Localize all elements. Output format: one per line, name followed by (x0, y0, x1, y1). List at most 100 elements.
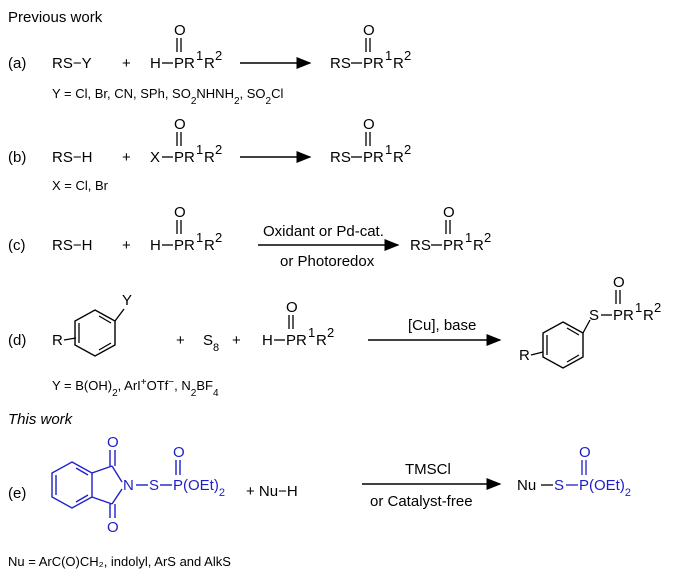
row-e-label: (e) (8, 485, 26, 502)
row-b-note: X = Cl, Br (52, 178, 109, 193)
svg-text:2: 2 (404, 142, 411, 157)
svg-text:PR: PR (174, 237, 195, 254)
svg-text:1: 1 (385, 48, 392, 63)
svg-text:O: O (363, 22, 375, 39)
row-e-phthalimide-reagent (51, 450, 181, 518)
svg-text:2: 2 (215, 142, 222, 157)
row-d-condition: [Cu], base (408, 317, 476, 334)
svg-text:Nu: Nu (517, 477, 536, 494)
svg-text:RS: RS (330, 55, 351, 72)
row-c-plus: + (122, 237, 131, 254)
svg-text:O: O (174, 116, 186, 133)
row-c-condition-bottom: or Photoredox (280, 253, 375, 270)
row-d-phosphine-oxide: H PR 1 R 2 O (262, 299, 334, 349)
row-e-condition-bottom: or Catalyst-free (370, 493, 473, 510)
svg-text:PR: PR (174, 149, 195, 166)
svg-text:O: O (174, 22, 186, 39)
svg-text:PR: PR (443, 237, 464, 254)
svg-text:R: R (52, 332, 63, 349)
svg-text:PR: PR (363, 55, 384, 72)
row-b-reagent: RS−H (52, 149, 92, 166)
svg-text:PR: PR (286, 332, 307, 349)
svg-text:RS: RS (410, 237, 431, 254)
this-work-heading: This work (8, 411, 74, 428)
row-b-label: (b) (8, 149, 26, 166)
svg-text:R: R (316, 332, 327, 349)
svg-text:R: R (204, 55, 215, 72)
svg-text:1: 1 (385, 142, 392, 157)
svg-text:O: O (579, 444, 591, 461)
svg-text:S: S (554, 477, 564, 494)
svg-text:2: 2 (654, 300, 661, 315)
row-e-nucleophile: + Nu−H (246, 483, 298, 500)
svg-text:2: 2 (404, 48, 411, 63)
svg-text:1: 1 (308, 325, 315, 340)
row-b-halophosphine-oxide: X PR 1 R 2 O (150, 116, 222, 166)
row-a-label: (a) (8, 55, 26, 72)
row-c-condition-top: Oxidant or Pd-cat. (263, 223, 384, 240)
svg-text:2: 2 (484, 230, 491, 245)
svg-text:2: 2 (327, 325, 334, 340)
row-d-aryl-reagent: R Y (52, 292, 132, 357)
row-d-label: (d) (8, 332, 26, 349)
svg-text:1: 1 (465, 230, 472, 245)
row-d-s8: S8 (203, 332, 219, 354)
row-e-note: Nu = ArC(O)CH₂, indolyl, ArS and AlkS (8, 554, 231, 569)
row-d-product: R S PR 1 R 2 O (519, 274, 661, 369)
svg-text:2: 2 (215, 48, 222, 63)
row-a-product: RS PR 1 R 2 O (330, 22, 411, 72)
svg-text:P(OEt)2: P(OEt)2 (579, 477, 631, 499)
svg-text:R: R (204, 149, 215, 166)
row-d-note: Y = B(OH)2, ArI+OTf−, N2BF4 (52, 377, 219, 399)
row-e-phosphorus-group: P(OEt)2 (173, 477, 225, 499)
row-a-reagent: RS−Y (52, 55, 92, 72)
row-e-sulfur: S (149, 477, 159, 494)
svg-text:R: R (204, 237, 215, 254)
svg-text:PR: PR (613, 307, 634, 324)
svg-text:PR: PR (363, 149, 384, 166)
row-c: (c) RS−H + H PR 1 R 2 O Oxidant or Pd-ca… (8, 204, 491, 270)
row-c-phosphine-oxide: H PR 1 R 2 O (150, 204, 222, 254)
svg-text:H: H (262, 332, 273, 349)
previous-work-heading: Previous work (8, 9, 103, 26)
row-e-carbonyl-o-bottom: O (107, 519, 119, 536)
row-b: (b) RS−H + X PR 1 R 2 O RS PR 1 R 2 O X … (8, 116, 411, 193)
row-d-plus-1: + (176, 332, 185, 349)
row-b-product: RS PR 1 R 2 O (330, 116, 411, 166)
row-a-phosphine-oxide: H PR 1 R 2 O (150, 22, 222, 72)
row-e-condition-top: TMSCl (405, 461, 451, 478)
svg-text:Y: Y (122, 292, 132, 309)
svg-text:R: R (473, 237, 484, 254)
row-e-carbonyl-o-top: O (107, 434, 119, 451)
svg-text:S: S (589, 307, 599, 324)
row-b-plus: + (122, 149, 131, 166)
svg-text:1: 1 (196, 142, 203, 157)
row-e: (e) O O N S O (8, 434, 631, 569)
row-c-label: (c) (8, 237, 26, 254)
svg-text:X: X (150, 149, 160, 166)
svg-text:R: R (643, 307, 654, 324)
svg-text:2: 2 (215, 230, 222, 245)
svg-text:1: 1 (635, 300, 642, 315)
svg-text:O: O (363, 116, 375, 133)
svg-text:R: R (393, 55, 404, 72)
svg-text:H: H (150, 237, 161, 254)
row-d-plus-2: + (232, 332, 241, 349)
svg-text:R: R (519, 347, 530, 364)
svg-text:O: O (286, 299, 298, 316)
svg-text:H: H (150, 55, 161, 72)
row-a-note: Y = Cl, Br, CN, SPh, SO2NHNH2, SO2Cl (52, 86, 283, 107)
svg-text:O: O (613, 274, 625, 291)
svg-text:R: R (393, 149, 404, 166)
svg-text:O: O (174, 204, 186, 221)
svg-text:PR: PR (174, 55, 195, 72)
row-c-product: RS PR 1 R 2 O (410, 204, 491, 254)
row-a-plus: + (122, 55, 131, 72)
row-e-product: Nu S O P(OEt)2 (517, 444, 631, 499)
row-e-phosphoryl-o: O (173, 444, 185, 461)
svg-text:1: 1 (196, 230, 203, 245)
row-d: (d) R Y + S8 + H PR 1 R 2 O [Cu], base (8, 274, 661, 399)
svg-text:1: 1 (196, 48, 203, 63)
svg-text:RS: RS (330, 149, 351, 166)
